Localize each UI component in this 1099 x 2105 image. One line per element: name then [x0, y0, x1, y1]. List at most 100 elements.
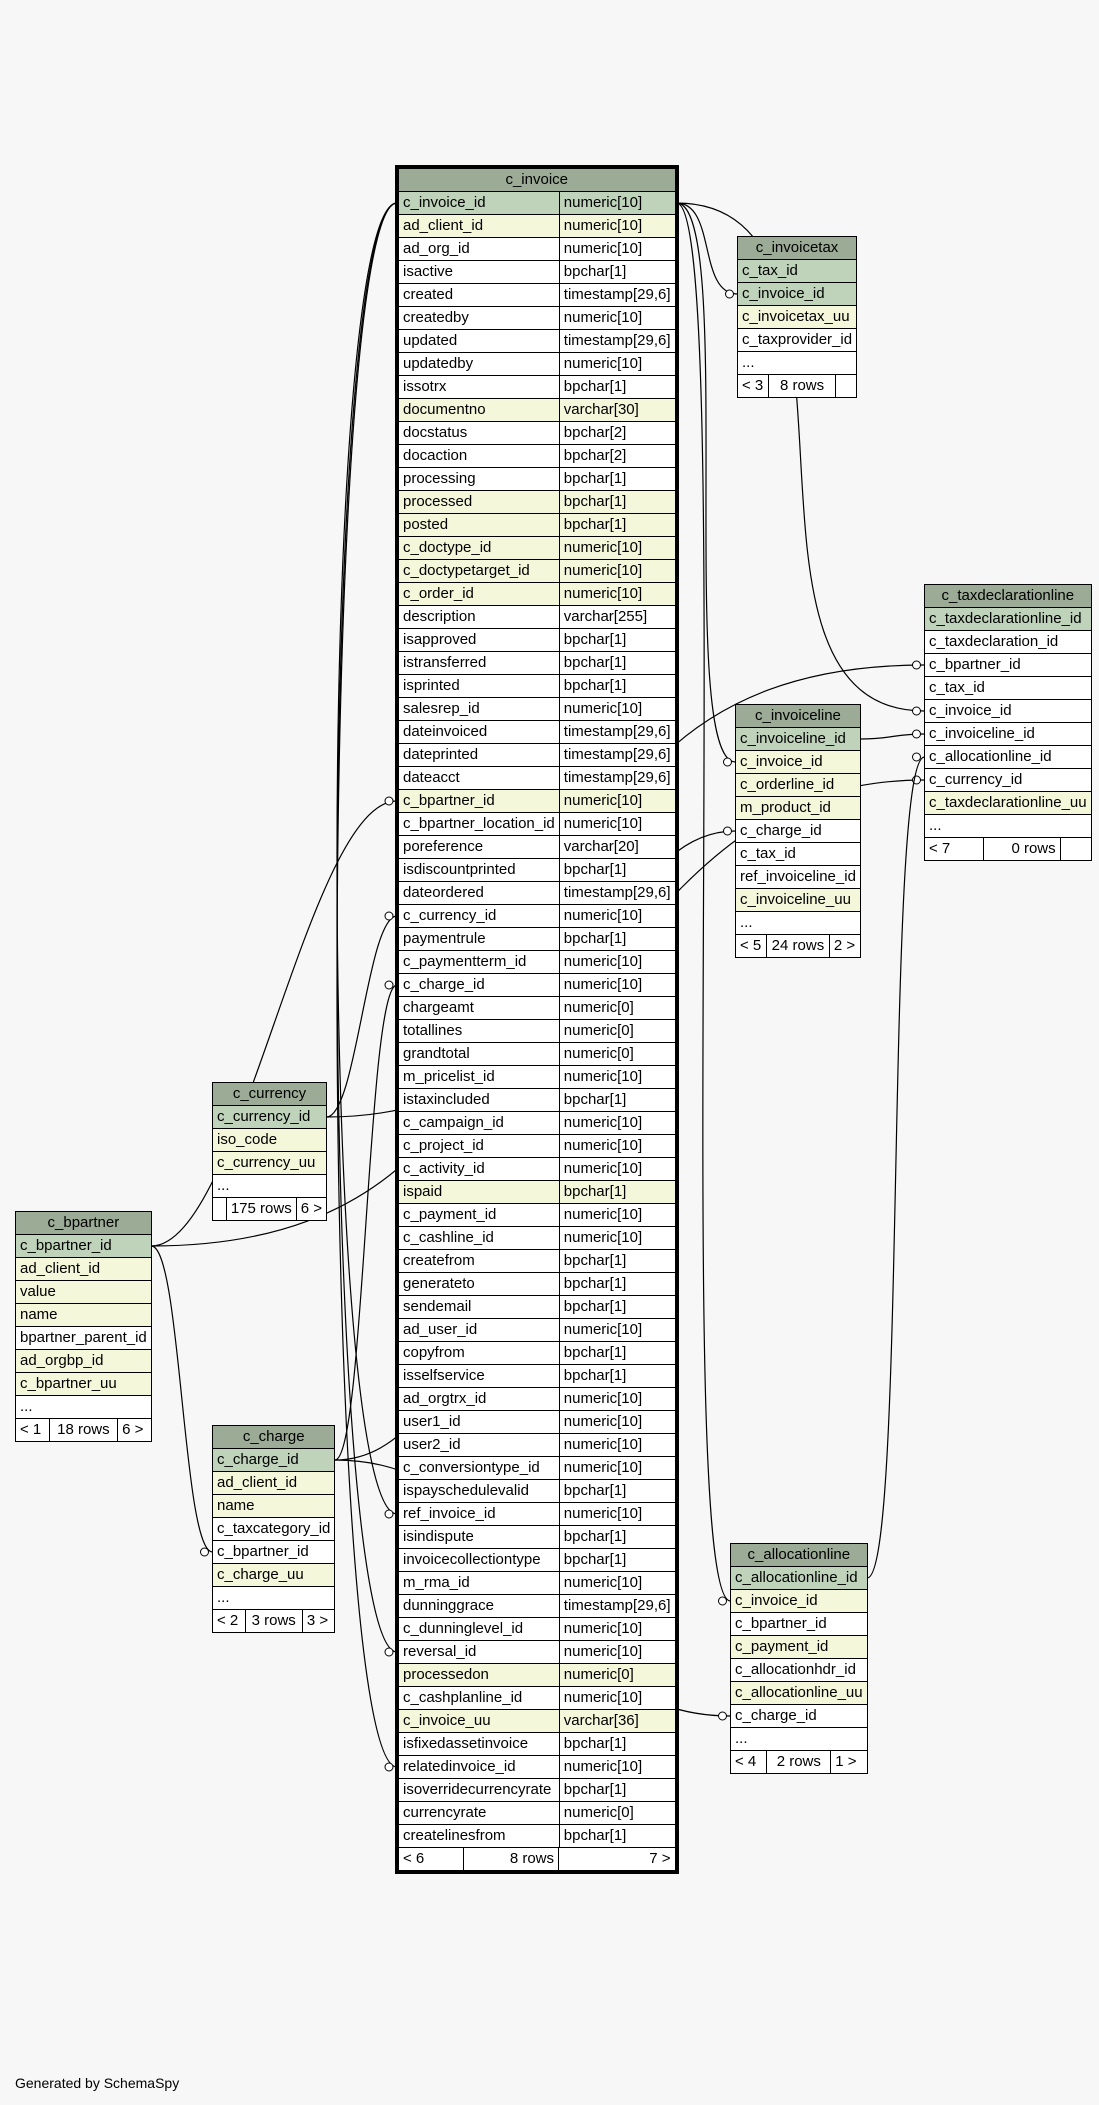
column-row[interactable]: c_invoiceline_id — [735, 727, 861, 751]
column-row[interactable]: ... — [736, 351, 858, 375]
column-row[interactable]: c_bpartner_id — [730, 1612, 868, 1636]
column-row[interactable]: ... — [730, 1727, 868, 1751]
column-row[interactable]: c_taxdeclaration_id — [924, 630, 1092, 654]
table-title[interactable]: c_invoicetax — [736, 236, 858, 260]
column-row[interactable]: c_charge_id — [735, 819, 861, 843]
column-row[interactable]: c_invoice_id — [730, 1589, 868, 1613]
table-title[interactable]: c_bpartner — [15, 1211, 152, 1235]
column-row[interactable]: c_currency_uu — [212, 1151, 327, 1175]
parents-count[interactable]: < 7 — [924, 837, 984, 861]
column-row[interactable]: c_bpartner_id — [924, 653, 1092, 677]
column-row[interactable]: name — [15, 1303, 152, 1327]
column-row[interactable]: c_charge_id — [730, 1704, 868, 1728]
parents-count[interactable]: < 3 — [737, 374, 769, 398]
column-row[interactable]: c_charge_uu — [211, 1563, 336, 1587]
column-row[interactable]: c_currency_id — [924, 768, 1092, 792]
column-row[interactable]: c_invoiceline_id — [924, 722, 1092, 746]
parents-count[interactable] — [212, 1197, 227, 1221]
parents-count[interactable]: < 6 — [399, 1848, 464, 1870]
column-row[interactable]: ... — [211, 1586, 336, 1610]
children-count[interactable]: 6 > — [295, 1197, 328, 1221]
table-title[interactable]: c_taxdeclarationline — [924, 584, 1092, 608]
column-row[interactable]: c_currency_id — [212, 1105, 327, 1129]
children-count[interactable]: 6 > — [117, 1418, 152, 1442]
column-row[interactable]: c_taxprovider_id — [736, 328, 858, 352]
table-c-taxdeclarationline[interactable]: c_taxdeclarationline c_taxdeclarationlin… — [924, 584, 1092, 861]
column-row[interactable]: c_bpartner_uu — [15, 1372, 152, 1396]
column-row[interactable]: bpartner_parent_id — [15, 1326, 152, 1350]
column-row[interactable]: c_orderline_id — [735, 773, 861, 797]
column-row[interactable]: ... — [15, 1395, 152, 1419]
table-title[interactable]: c_invoiceline — [735, 704, 861, 728]
column-row[interactable]: c_invoice_id — [736, 282, 858, 306]
table-title[interactable]: c_currency — [212, 1082, 327, 1106]
column-row[interactable]: c_invoice_id — [735, 750, 861, 774]
column-row[interactable]: c_allocationline_id — [730, 1566, 868, 1590]
column-row[interactable]: ... — [212, 1174, 327, 1198]
column-row[interactable]: c_invoice_id — [924, 699, 1092, 723]
column-row[interactable]: c_tax_id — [735, 842, 861, 866]
parents-count[interactable]: < 1 — [15, 1418, 50, 1442]
column-row[interactable]: ... — [924, 814, 1092, 838]
column-row[interactable]: value — [15, 1280, 152, 1304]
parents-count[interactable]: < 2 — [212, 1609, 246, 1633]
children-count[interactable] — [835, 374, 858, 398]
column-row[interactable]: ... — [735, 911, 861, 935]
column-row[interactable]: c_tax_id — [924, 676, 1092, 700]
column-row[interactable]: c_allocationline_uu — [730, 1681, 868, 1705]
column-row[interactable]: c_invoicetax_uu — [736, 305, 858, 329]
column-row[interactable]: c_taxdeclarationline_id — [924, 607, 1092, 631]
children-count[interactable]: 7 > — [649, 1850, 671, 1867]
column-row[interactable]: c_bpartner_id — [15, 1234, 152, 1258]
